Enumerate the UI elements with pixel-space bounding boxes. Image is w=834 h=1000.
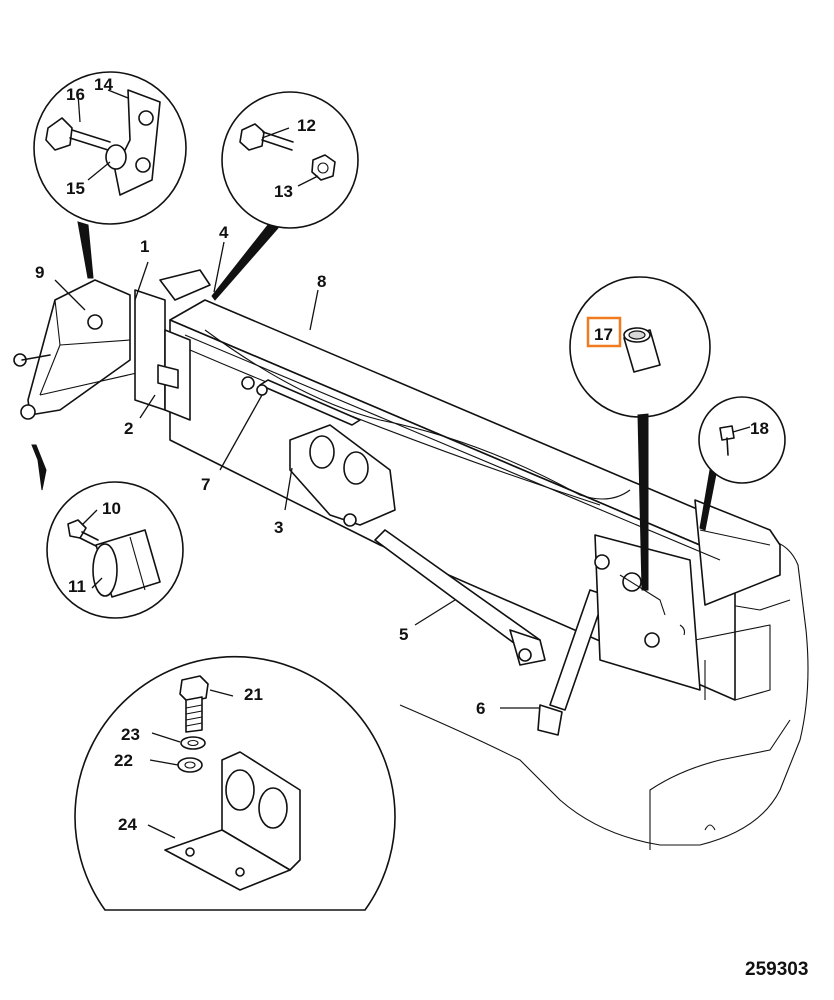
label-5: 5 [399, 625, 408, 644]
leader-lines [54, 89, 751, 839]
callout-14-15-16 [33, 71, 187, 279]
label-8: 8 [317, 272, 326, 291]
plate-2 [134, 269, 211, 421]
ram-6 [537, 589, 606, 736]
label-14: 14 [94, 75, 113, 94]
label-4: 4 [219, 223, 229, 242]
label-15: 15 [66, 179, 85, 198]
callout-17 [569, 276, 711, 591]
label-23: 23 [121, 725, 140, 744]
label-3: 3 [274, 518, 283, 537]
label-10: 10 [102, 499, 121, 518]
label-22: 22 [114, 751, 133, 770]
label-16: 16 [66, 85, 85, 104]
label-6: 6 [476, 699, 485, 718]
bracket-left [13, 279, 151, 420]
label-2: 2 [124, 419, 133, 438]
side-plate-3 [289, 424, 396, 527]
label-21: 21 [244, 685, 263, 704]
label-1: 1 [140, 237, 149, 256]
callout-12-13 [211, 91, 359, 301]
label-18: 18 [750, 419, 769, 438]
end-plate [594, 534, 701, 691]
callout-18 [698, 396, 786, 531]
part-labels: 1 2 3 4 5 6 7 8 9 10 11 12 13 14 15 16 1… [35, 75, 769, 834]
label-17-highlight [586, 316, 622, 348]
label-13: 13 [274, 182, 293, 201]
callout-21-24 [74, 656, 396, 911]
label-9: 9 [35, 263, 44, 282]
diagram-reference-number: 259303 [745, 959, 808, 980]
label-12: 12 [297, 116, 316, 135]
callout-10-11 [31, 444, 184, 619]
label-7: 7 [201, 475, 210, 494]
label-24: 24 [118, 815, 137, 834]
label-17: 17 [594, 325, 613, 344]
rod-7 [241, 376, 361, 426]
ram-5 [374, 529, 546, 666]
label-11: 11 [68, 577, 86, 596]
